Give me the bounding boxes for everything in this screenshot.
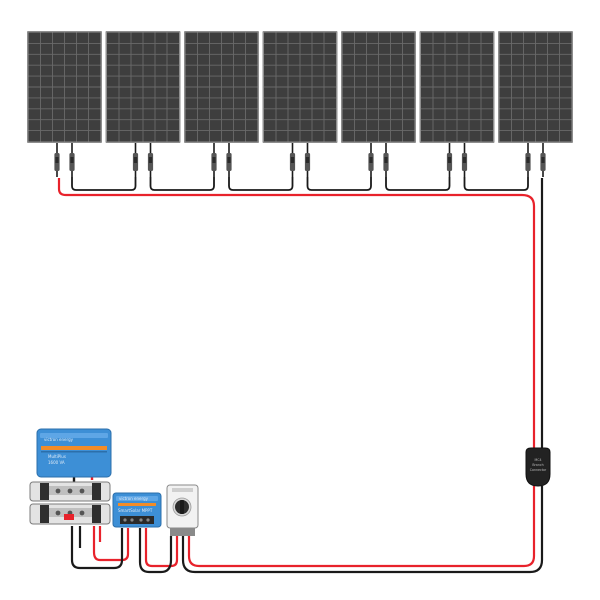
mc4-connector bbox=[368, 143, 374, 177]
controller-brand-label: victron energy bbox=[119, 496, 149, 501]
controller-model-label: SmartSolar MPPT bbox=[118, 508, 153, 513]
mc4-connector bbox=[383, 143, 389, 177]
mc4-connector bbox=[461, 143, 468, 177]
series-jumper-wire bbox=[463, 177, 529, 191]
isolator-to-controller-positive bbox=[144, 528, 179, 568]
mc4-connector bbox=[69, 143, 75, 177]
solar-panel-icon bbox=[27, 31, 102, 177]
mc4-connector bbox=[147, 143, 154, 177]
series-jumper-wire bbox=[71, 177, 137, 191]
mc4-connector bbox=[525, 143, 531, 177]
series-jumper-wire bbox=[306, 177, 372, 191]
solar-panel-icon bbox=[262, 31, 338, 177]
positive-main-wire bbox=[57, 178, 536, 450]
positive-isolator-wire bbox=[187, 486, 536, 568]
solar-panel-icon bbox=[184, 31, 259, 177]
isolator-to-controller-negative bbox=[138, 528, 173, 574]
mc4-connector bbox=[304, 143, 311, 177]
series-jumpers bbox=[71, 177, 529, 191]
controller-to-busbar-positive bbox=[92, 526, 130, 562]
mc4-connector bbox=[289, 143, 296, 177]
inverter-rating-label: 1600 VA bbox=[48, 460, 65, 465]
mc4-connector bbox=[54, 143, 60, 177]
mc4-connector bbox=[226, 143, 232, 177]
mc4-connector bbox=[132, 143, 139, 177]
junction-label-1: MC4 bbox=[534, 458, 541, 462]
solar-array bbox=[27, 31, 573, 177]
controller-to-busbar-negative bbox=[70, 526, 124, 570]
junction-label-2: Branch bbox=[532, 463, 543, 467]
negative-isolator-wire bbox=[181, 486, 544, 574]
combiner-junction-icon: MC4 Branch Connector bbox=[525, 447, 551, 487]
series-jumper-wire bbox=[228, 177, 294, 191]
solar-panel-icon bbox=[341, 31, 416, 177]
mppt-controller-icon: victron energy SmartSolar MPPT bbox=[112, 492, 162, 528]
inverter-charger-icon: victron energy MultiPlus 1600 VA bbox=[36, 428, 112, 478]
inverter-model-label: MultiPlus bbox=[48, 454, 66, 459]
mc4-connector bbox=[446, 143, 453, 177]
solar-panel-icon bbox=[105, 31, 181, 177]
junction-label-3: Connector bbox=[530, 468, 547, 472]
dc-isolator-switch-icon bbox=[166, 484, 199, 536]
series-jumper-wire bbox=[385, 177, 451, 191]
solar-panel-icon bbox=[419, 31, 495, 177]
wiring-layer bbox=[57, 177, 544, 574]
solar-panel-icon bbox=[498, 31, 573, 177]
series-jumper-wire bbox=[149, 177, 215, 191]
busbar-icon bbox=[29, 481, 111, 525]
inverter-brand-label: victron energy bbox=[44, 437, 74, 442]
mc4-connector bbox=[540, 143, 546, 177]
mc4-connector bbox=[211, 143, 217, 177]
